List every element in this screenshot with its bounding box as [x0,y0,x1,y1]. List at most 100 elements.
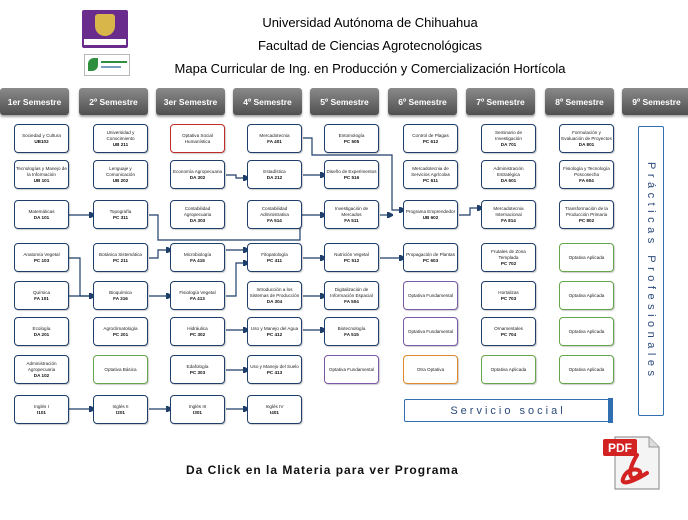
course-code: FA 514 [267,217,282,223]
curriculum-title: Mapa Curricular de Ing. en Producción y … [174,61,566,76]
course-name: Control de Plagas [412,132,449,138]
faculty-title: Facultad de Ciencias Agrotecnológicas [257,38,483,53]
course-name: Optativa Fundamental [407,292,454,298]
course-name: Formulación y Evaluación de Proyectos [561,130,612,141]
course-code: PC 412 [266,332,283,338]
course-box[interactable]: Optativa Aplicada [559,355,614,384]
semester-header-3: 3er Semestre [156,88,225,115]
course-box[interactable]: Optativa Aplicada [481,355,536,384]
course-name: Nutrición Vegetal [334,251,369,257]
course-name: Lenguaje y Comunicación [105,166,136,177]
course-box[interactable]: Otra Optativa [403,355,458,384]
semester-header-7: 7º Semestre [466,88,535,115]
course-name: Hidráulica [187,325,208,331]
course-box[interactable]: Introducción a los Sistemas de Producció… [247,281,302,310]
course-code: UB 202 [112,177,129,183]
course-box[interactable]: Optativa Básica [93,355,148,384]
course-box[interactable]: Optativa Aplicada [559,243,614,272]
course-name: Otra Optativa [416,366,445,372]
course-code: FA 515 [344,332,359,338]
course-code: DA 101 [33,215,50,221]
course-code: PC 512 [343,258,360,264]
course-box[interactable]: Optativa Social Humanística [170,124,225,153]
course-name: Biotecnología [337,325,366,331]
servicio-social-box[interactable]: Servicio social [404,398,613,423]
course-name: Uso y Manejo del Suelo [250,363,299,369]
course-name: Bioquímica [109,289,132,295]
course-name: Entomología [338,132,365,138]
course-code: DA 201 [33,332,50,338]
course-box[interactable]: Transformación de la Producción Primaria… [559,200,614,229]
practicas-profesionales-box[interactable]: Prácticas Profesionales [638,126,664,416]
course-name: Digitalización de Información Espacial [330,287,373,298]
course-code: PC 303 [189,370,206,376]
course-code: PC 612 [422,139,439,145]
course-name: Optativa Fundamental [407,328,454,334]
course-box[interactable]: Optativa Aplicada [559,281,614,310]
course-code: DA 302 [189,175,206,181]
course-name: Diseño de Experimentos [326,168,377,174]
course-box[interactable]: Optativa Fundamental [403,281,458,310]
course-box[interactable]: Optativa Fundamental [324,355,379,384]
leaf-icon [88,58,98,71]
course-name: Anatomía Vegetal [23,251,60,257]
course-code: UB 602 [422,215,439,221]
course-box[interactable]: Optativa Fundamental [403,317,458,346]
pdf-document-icon[interactable]: PDF [601,431,667,493]
course-name: Fitopatología [261,251,288,257]
course-name: Inglés II [112,403,129,409]
course-name: Matemáticas [28,208,55,214]
course-code: DA 212 [266,175,283,181]
course-box[interactable]: Optativa Aplicada [559,317,614,346]
course-name: Fisiología y Tecnología Poscosecha [563,166,610,177]
fcat-logo [84,54,130,76]
